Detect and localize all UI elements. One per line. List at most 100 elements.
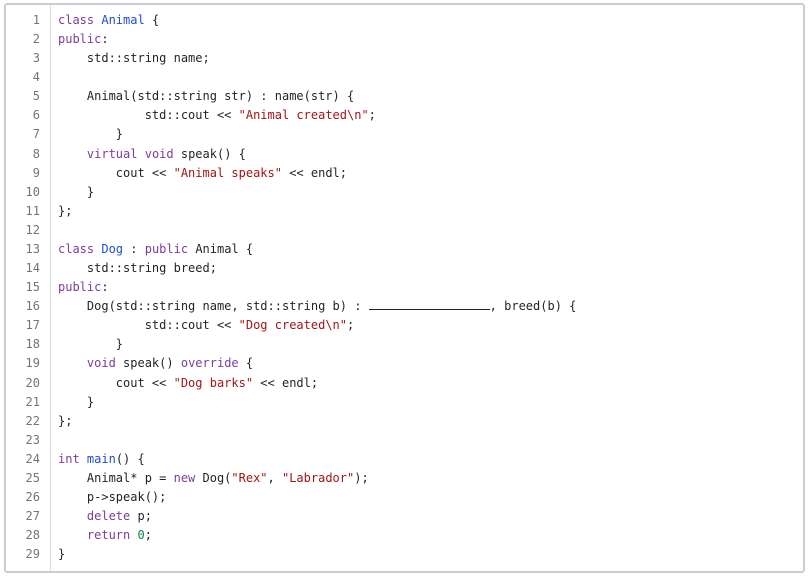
code-text: Dog(std::string name, std::string b) : ,… [58,297,803,316]
code-text: int main() { [58,450,803,469]
code-text: std::cout << "Animal created\n"; [58,106,803,125]
code-text: } [58,393,803,412]
code-token: void [144,146,174,161]
code-line: 6 std::cout << "Animal created\n"; [6,106,803,125]
code-token: () { [115,451,145,466]
line-number: 22 [25,413,40,428]
code-token: return [86,528,131,543]
code-token: public [58,280,102,295]
code-text: public: [58,278,803,297]
code-token: std::string breed; [58,261,217,276]
code-token: std::cout << [58,108,239,123]
code-line: 28 return 0; [6,526,803,545]
code-line: 21 } [6,393,803,412]
code-text: } [58,335,803,354]
code-token: speak() { [173,146,246,161]
code-line: 5 Animal(std::string str) : name(str) { [6,87,803,106]
code-line: 29} [6,545,803,564]
code-token: { [238,356,254,371]
code-token: : [101,32,109,47]
code-token: speak() [115,356,181,371]
code-token [130,528,137,542]
code-token [80,452,87,466]
code-token: } [58,184,95,199]
code-line: 19 void speak() override { [6,354,803,373]
code-text: } [58,545,803,564]
code-token: } [58,337,124,352]
code-line: 16 Dog(std::string name, std::string b) … [6,297,803,316]
line-number: 26 [25,490,40,504]
code-token: << endl; [253,375,319,390]
code-line: 8 virtual void speak() { [6,145,803,164]
code-text: delete p; [58,507,803,526]
code-token: virtual [86,146,138,161]
code-line: 11}; [6,202,803,221]
code-text: cout << "Animal speaks" << endl; [58,164,803,183]
fill-in-blank[interactable] [368,299,490,311]
line-number: 11 [25,203,40,218]
code-token: new [173,470,196,485]
code-text: public: [58,30,803,49]
code-token: Animal { [188,241,254,256]
code-line: 20 cout << "Dog barks" << endl; [6,374,803,393]
code-token: "Dog created\n" [238,318,347,333]
code-token: Dog( [195,470,232,485]
line-number: 21 [25,394,40,409]
code-token [58,528,87,542]
line-number: 23 [25,432,40,447]
code-token: std::cout << [58,318,239,333]
line-number: 13 [25,241,40,256]
code-text: Animal* p = new Dog("Rex", "Labrador"); [58,469,803,488]
code-text: class Dog : public Animal { [58,240,803,259]
code-text: void speak() override { [58,354,803,373]
code-token: p; [130,509,152,524]
code-token: public [144,241,189,256]
code-token: } [58,127,124,142]
code-token: Dog [101,241,124,256]
code-token: override [180,356,239,371]
code-token: 0 [137,528,145,543]
code-line: 10 } [6,183,803,202]
line-number: 14 [25,261,40,276]
line-number: 28 [25,528,40,543]
code-text: } [58,183,803,202]
code-line: 22}; [6,412,803,431]
line-number: 7 [32,127,40,142]
code-token: } [58,394,95,409]
code-text: std::cout << "Dog created\n"; [58,316,803,335]
line-number: 4 [32,70,40,85]
code-token: std::string name; [58,51,210,66]
code-token: "Animal created\n" [238,108,369,123]
code-line: 3 std::string name; [6,49,803,68]
line-number: 12 [25,222,40,237]
code-token: "Dog barks" [173,375,254,390]
line-number: 10 [25,184,40,199]
code-token: delete [86,509,131,524]
code-line: 14 std::string breed; [6,259,803,278]
code-text: return 0; [58,526,803,545]
code-line: 23 [6,431,803,450]
line-number: 29 [25,547,40,562]
line-number: 24 [25,451,40,466]
code-line: 27 delete p; [6,507,803,526]
code-line: 17 std::cout << "Dog created\n"; [6,316,803,335]
code-line: 25 Animal* p = new Dog("Rex", "Labrador"… [6,469,803,488]
line-number: 20 [25,375,40,390]
code-token: }; [58,413,73,428]
code-token: << endl; [281,165,347,180]
code-text: }; [58,412,803,431]
line-number: 9 [32,165,40,180]
code-text: std::string breed; [58,259,803,278]
code-text: } [58,125,803,144]
code-token: ; [347,318,355,333]
code-text: Animal(std::string str) : name(str) { [58,87,803,106]
code-token [58,356,87,370]
line-number: 1 [32,13,40,27]
code-token: Animal* p = [58,470,174,485]
code-token: ); [354,470,369,485]
line-number: 27 [25,509,40,524]
code-line: 12 [6,221,803,240]
